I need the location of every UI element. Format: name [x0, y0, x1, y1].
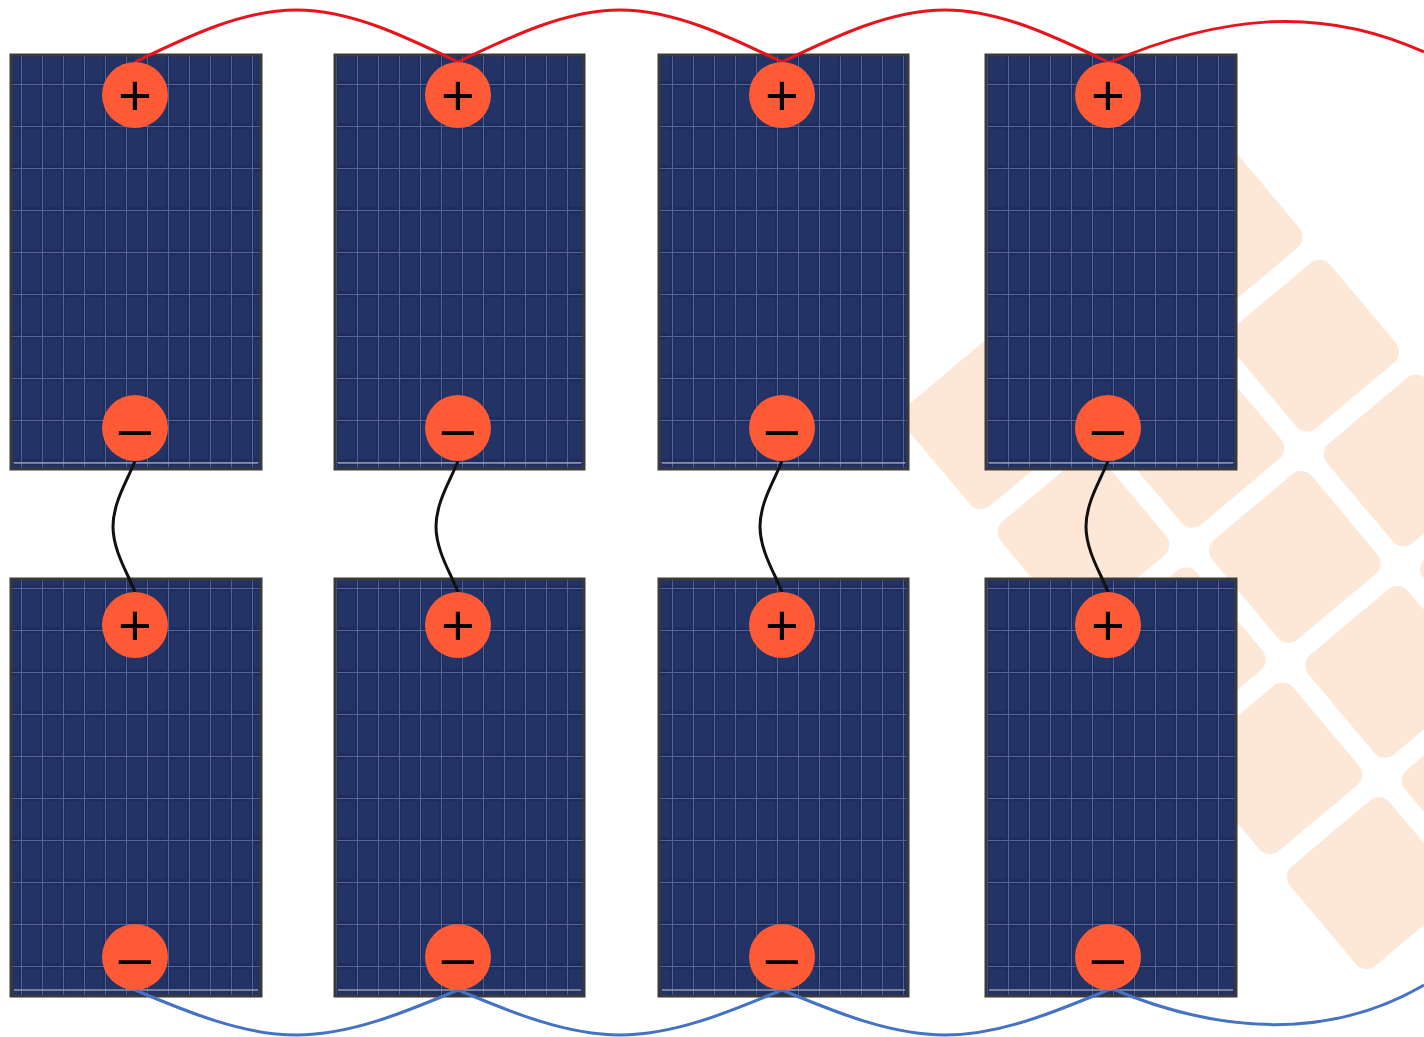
terminal-circle: +	[1075, 62, 1141, 128]
terminal-sign: –	[442, 928, 474, 986]
terminal-sign: +	[765, 66, 799, 124]
terminal-circle: +	[425, 62, 491, 128]
terminal-sign: –	[119, 399, 151, 457]
terminal-sign: –	[766, 399, 798, 457]
terminal-circle: +	[102, 592, 168, 658]
wire	[135, 990, 458, 1035]
wire	[760, 461, 782, 592]
wire	[782, 10, 1108, 62]
terminal-sign: –	[1092, 928, 1124, 986]
terminal-sign: +	[765, 596, 799, 654]
wire	[135, 10, 458, 62]
terminal-circle: –	[749, 924, 815, 990]
terminal-circle: –	[1075, 924, 1141, 990]
wire	[458, 10, 782, 62]
terminal-sign: –	[119, 928, 151, 986]
wire	[1086, 461, 1108, 592]
terminal-circle: +	[102, 62, 168, 128]
terminal-circle: –	[102, 924, 168, 990]
terminal-sign: +	[441, 596, 475, 654]
wire	[782, 990, 1108, 1035]
wire	[458, 990, 782, 1035]
negative-lead	[1108, 985, 1424, 1025]
terminal-sign: +	[1091, 66, 1125, 124]
terminal-circle: –	[1075, 395, 1141, 461]
terminal-circle: –	[425, 395, 491, 461]
terminal-circle: +	[425, 592, 491, 658]
wire	[436, 461, 458, 592]
terminal-sign: +	[1091, 596, 1125, 654]
terminal-sign: +	[118, 66, 152, 124]
wire	[113, 461, 135, 592]
terminal-circle: –	[425, 924, 491, 990]
positive-lead	[1108, 21, 1424, 63]
terminal-sign: +	[118, 596, 152, 654]
terminal-circle: –	[749, 395, 815, 461]
panel-frame-strip	[14, 463, 1233, 990]
terminal-circle: +	[749, 592, 815, 658]
terminal-sign: –	[1092, 399, 1124, 457]
solar-panels	[11, 55, 1236, 996]
terminal-sign: –	[442, 399, 474, 457]
terminal-sign: +	[441, 66, 475, 124]
terminal-circle: –	[102, 395, 168, 461]
terminal-circle: +	[1075, 592, 1141, 658]
terminal-circle: +	[749, 62, 815, 128]
terminal-sign: –	[766, 928, 798, 986]
